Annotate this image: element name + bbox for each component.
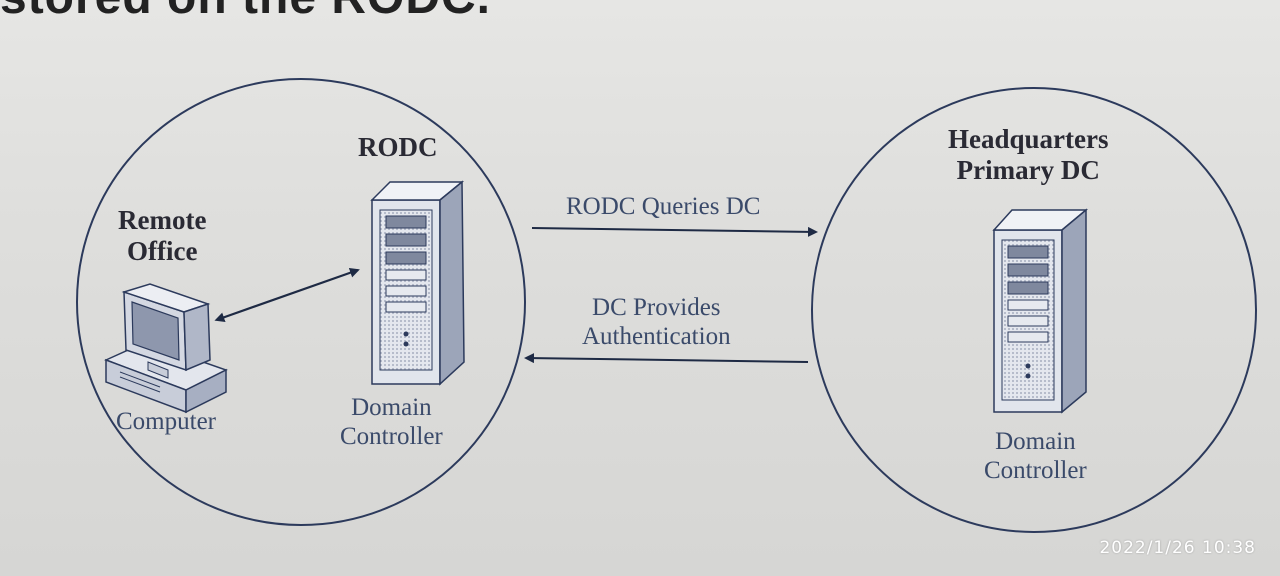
headquarters-boundary — [811, 87, 1257, 533]
remote-office-title: Remote Office — [118, 205, 206, 267]
authentication-arrow-label: DC Provides Authentication — [582, 294, 731, 352]
rodc-domain-controller-label: Domain Controller — [340, 394, 443, 452]
query-arrow-label: RODC Queries DC — [566, 193, 761, 220]
rodc-title: RODC — [358, 132, 438, 162]
remote-office-title-line2: Office — [127, 236, 198, 267]
computer-label: Computer — [116, 408, 216, 435]
computer-rodc-link-arrow — [214, 267, 360, 323]
header-partial-text: stored on the RODC. — [0, 0, 491, 25]
auth-label-line1: DC Provides — [592, 294, 721, 321]
rodc-dc-label-line1: Domain — [351, 394, 432, 421]
hq-domain-controller-label: Domain Controller — [984, 428, 1087, 486]
hq-server-icon — [992, 208, 1089, 414]
hq-title: Headquarters Primary DC — [948, 124, 1108, 186]
remote-office-boundary — [76, 78, 526, 526]
hq-dc-label-line2: Controller — [984, 456, 1087, 484]
query-arrow — [531, 226, 818, 237]
rodc-server-icon — [370, 180, 465, 386]
photo-timestamp: 2022/1/26 10:38 — [1099, 538, 1256, 558]
authentication-arrow — [524, 353, 809, 364]
hq-title-line1: Headquarters — [948, 124, 1109, 154]
rodc-dc-label-line2: Controller — [340, 422, 443, 450]
computer-icon — [104, 283, 228, 414]
hq-title-line2: Primary DC — [956, 155, 1100, 186]
hq-dc-label-line1: Domain — [995, 428, 1076, 455]
remote-office-title-line1: Remote — [118, 205, 207, 235]
auth-label-line2: Authentication — [582, 322, 731, 350]
